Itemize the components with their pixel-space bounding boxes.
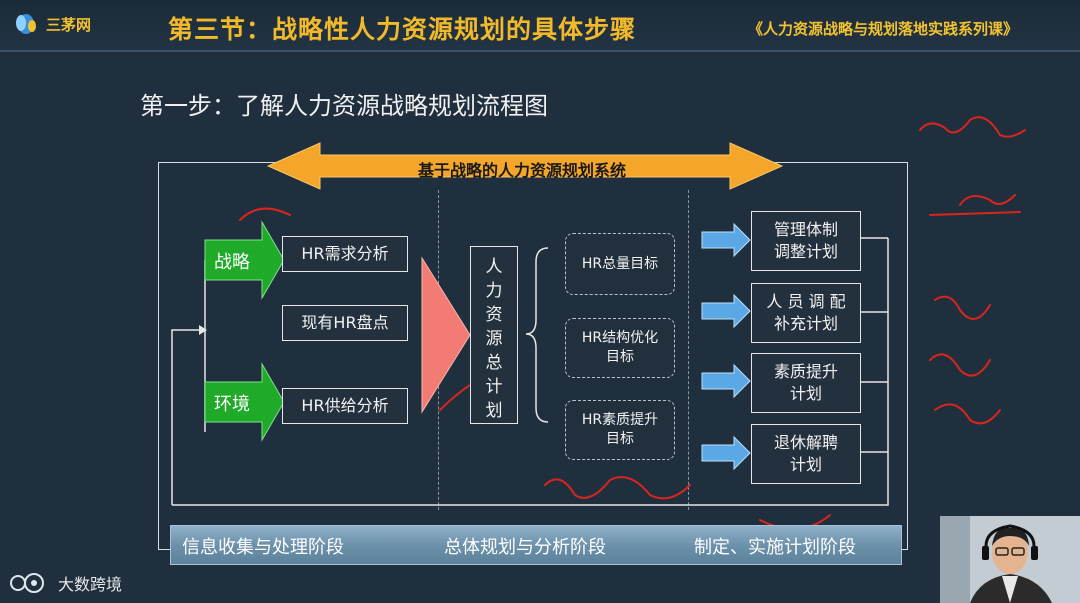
hr-demand-analysis-box: HR需求分析 [282, 236, 408, 272]
hr-structure-goal-line2: 目标 [606, 349, 634, 365]
stage-implementation: 制定、实施计划阶段 [694, 537, 856, 558]
hr-master-plan-char-2: 力 [485, 281, 503, 301]
hr-master-plan-char-3: 资 [485, 305, 503, 325]
strategy-label: 战略 [214, 252, 250, 273]
plan-arrow-4 [701, 435, 751, 471]
hr-master-plan-char-5: 总 [485, 353, 503, 373]
hr-master-plan-char-6: 计 [485, 377, 503, 397]
plan-arrow-3 [701, 363, 751, 399]
stage-separator-2 [688, 190, 689, 510]
hr-inventory-box: 现有HR盘点 [282, 305, 408, 341]
plan-retirement-line2: 计划 [789, 455, 822, 474]
feedback-line-left [171, 329, 205, 505]
plan-arrow-2 [701, 293, 751, 329]
course-series: 《人力资源战略与规划落地实践系列课》 [748, 20, 1019, 38]
environment-green-arrow [204, 362, 285, 442]
stage-bar [170, 525, 902, 565]
hr-master-plan-char-4: 源 [485, 329, 503, 349]
hr-demand-analysis-label: HR需求分析 [301, 244, 389, 263]
plan-box-retirement: 退休解聘 计划 [751, 424, 861, 484]
plan-staffing-line2: 补充计划 [773, 314, 838, 333]
hr-total-goal-label: HR总量目标 [581, 255, 659, 272]
presenter-video-image [940, 516, 1080, 603]
system-label: 基于战略的人力资源规划系统 [418, 161, 627, 180]
logo-text: 三茅网 [46, 15, 92, 34]
step-title: 第一步：了解人力资源战略规划流程图 [140, 92, 548, 120]
feedback-arrowhead [199, 325, 207, 335]
header-bar: 三茅网 第三节：战略性人力资源规划的具体步骤 《人力资源战略与规划落地实践系列课… [0, 0, 1080, 52]
plan-quality-line1: 素质提升 [773, 362, 838, 381]
brand-logo-icon [10, 573, 44, 593]
system-double-arrow [266, 142, 784, 190]
plan-quality-line2: 计划 [789, 384, 822, 403]
stage-info-collection: 信息收集与处理阶段 [182, 537, 344, 558]
stage-overall-planning: 总体规划与分析阶段 [444, 537, 606, 558]
plan-retirement-line1: 退休解聘 [773, 433, 838, 452]
hr-structure-goal-box: HR结构优化 目标 [565, 318, 675, 378]
hr-master-plan-char-1: 人 [485, 257, 503, 277]
hr-quality-goal-box: HR素质提升 目标 [565, 400, 675, 460]
slide-title: 第三节：战略性人力资源规划的具体步骤 [168, 15, 637, 44]
plan-management-line1: 管理体制 [773, 220, 838, 239]
plan-arrow-1 [701, 222, 751, 258]
environment-label: 环境 [214, 394, 250, 415]
plan-staffing-line1: 人 员 调 配 [766, 292, 846, 311]
feedback-line-bottom [172, 238, 889, 506]
presenter-webcam [940, 516, 1080, 603]
hr-inventory-label: 现有HR盘点 [301, 313, 389, 332]
plan-box-management: 管理体制 调整计划 [751, 211, 861, 271]
hr-supply-analysis-box: HR供给分析 [282, 388, 408, 424]
hr-supply-analysis-label: HR供给分析 [301, 396, 389, 415]
hr-master-plan-char-7: 划 [485, 401, 503, 421]
bird-logo-icon [16, 14, 36, 34]
logo: 三茅网 [12, 12, 91, 36]
goals-brace [525, 247, 549, 423]
hr-quality-goal-line1: HR素质提升 [581, 412, 659, 428]
plan-box-staffing: 人 员 调 配 补充计划 [751, 283, 861, 343]
plan-management-line2: 调整计划 [773, 242, 838, 261]
brand-text: 大数跨境 [58, 575, 123, 594]
bottom-brand: 大数跨境 [8, 570, 122, 596]
hr-total-goal-box: HR总量目标 [565, 233, 675, 295]
hr-structure-goal-line1: HR结构优化 [581, 330, 659, 346]
hr-master-plan-box: 人 力 资 源 总 计 划 [470, 246, 518, 424]
strategy-green-arrow [204, 220, 285, 300]
merge-funnel-arrow [421, 256, 471, 414]
plan-box-quality: 素质提升 计划 [751, 353, 861, 413]
hr-quality-goal-line2: 目标 [606, 431, 634, 447]
